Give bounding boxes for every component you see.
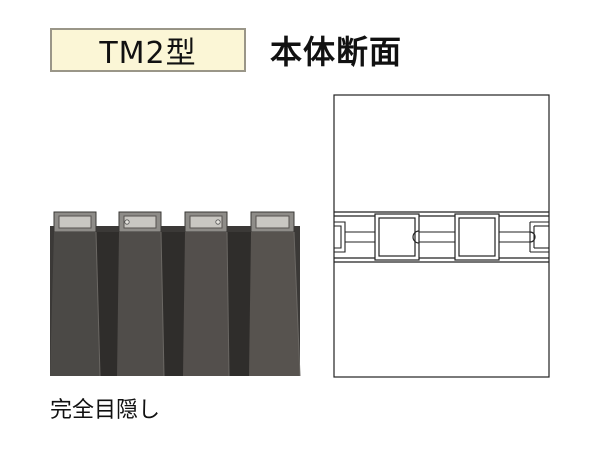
model-label: TM2型 [99, 36, 197, 71]
slat-edges [95, 231, 301, 377]
model-badge: TM2型 [50, 28, 246, 72]
connector-pins [124, 219, 221, 225]
section-title: 本体断面 [270, 33, 403, 71]
profile-band [334, 211, 549, 263]
caption: 完全目隠し [50, 398, 161, 423]
slat-hollows [58, 215, 290, 229]
profile-clips [412, 230, 536, 244]
cross-section-frame [333, 94, 550, 378]
cross-section-diagram [333, 94, 550, 378]
profile-squares [374, 213, 500, 261]
slat-faces [50, 232, 300, 376]
profile-webs [334, 221, 549, 253]
